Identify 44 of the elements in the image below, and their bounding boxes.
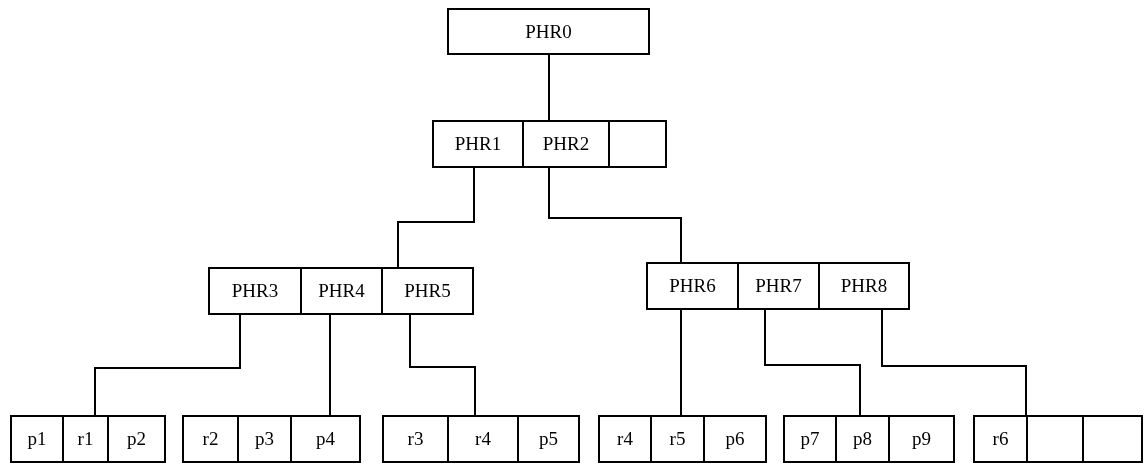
node-label: r6 (992, 428, 1009, 450)
node-label: p7 (800, 428, 820, 450)
node-label: r1 (77, 428, 94, 450)
connector-line (548, 54, 550, 121)
node-label: p6 (725, 428, 745, 450)
connector-line (764, 309, 861, 416)
connector-line (680, 309, 682, 416)
record-box (783, 415, 955, 463)
record-box (432, 120, 667, 168)
record-box (382, 415, 580, 463)
node-label: p1 (27, 428, 47, 450)
node-label: PHR1 (454, 133, 502, 155)
node-label: PHR8 (840, 275, 888, 297)
node-label: PHR6 (669, 275, 716, 297)
node-label: PHR3 (231, 280, 279, 302)
record-box (646, 262, 910, 310)
record-box (10, 415, 166, 463)
connector-line (881, 309, 1027, 416)
node-label: r2 (202, 428, 219, 450)
node-label: r4 (617, 428, 633, 450)
node-label: r3 (407, 428, 424, 450)
node-label: r5 (669, 428, 686, 450)
record-box (182, 415, 361, 463)
node-label: p5 (539, 428, 558, 450)
node-label: PHR4 (318, 280, 365, 302)
node-label: p3 (255, 428, 274, 450)
node-label: PHR0 (525, 20, 572, 43)
record-box (973, 415, 1143, 463)
node-label: p4 (316, 428, 335, 450)
record-box (598, 415, 767, 463)
connector-line (397, 167, 475, 268)
node-label: r4 (475, 428, 491, 450)
node-label: p9 (912, 428, 931, 450)
node-box (447, 8, 650, 55)
node-label: PHR7 (755, 275, 802, 297)
record-box (208, 267, 474, 315)
node-label: PHR2 (542, 133, 590, 155)
connector-line (409, 314, 476, 416)
connector-line (548, 167, 682, 263)
connector-line (329, 314, 331, 416)
node-label: p8 (853, 428, 872, 450)
node-label: p2 (127, 428, 146, 450)
connector-line (94, 314, 241, 416)
node-label: PHR5 (404, 280, 451, 302)
